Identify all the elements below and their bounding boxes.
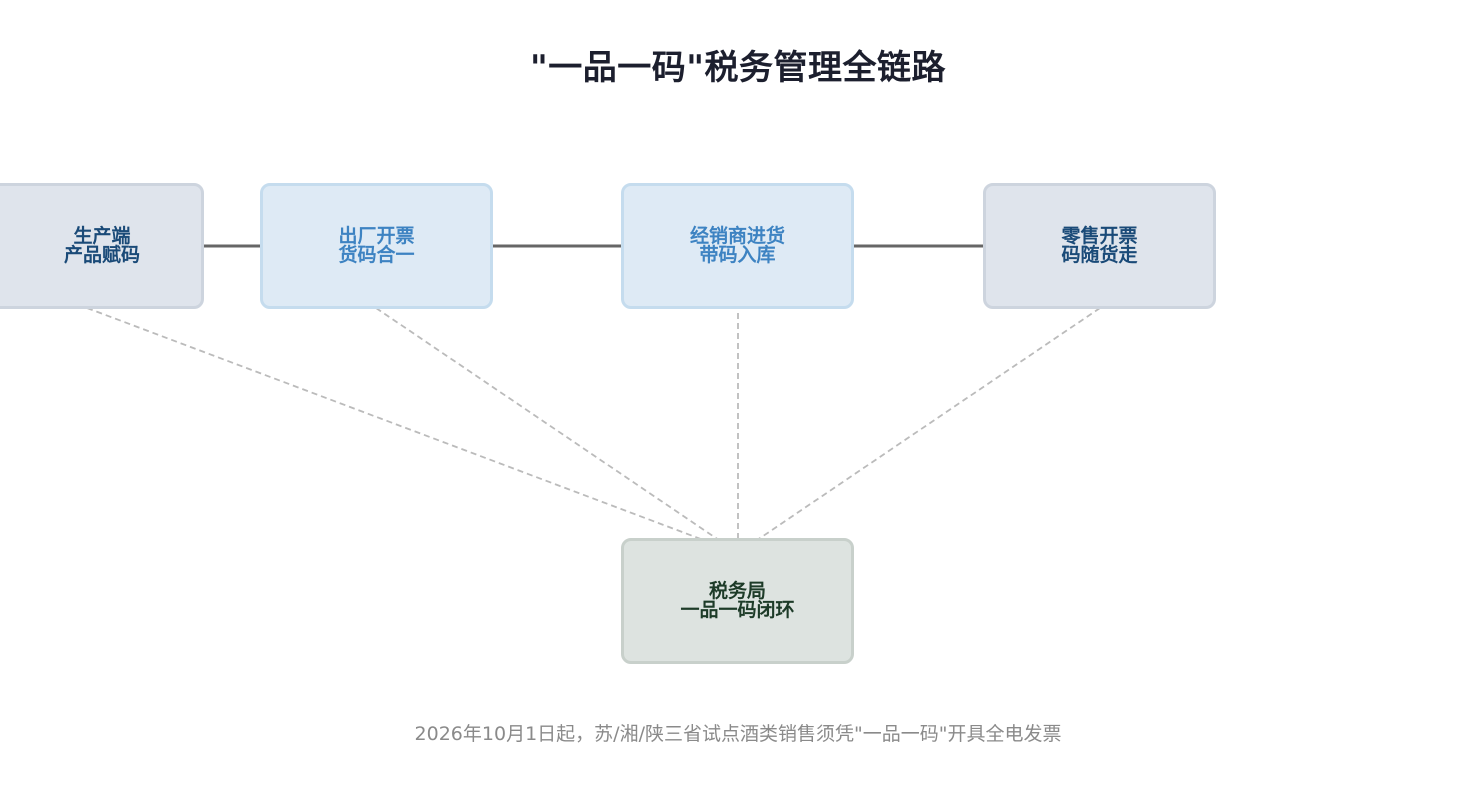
node-factory-line1: 出厂开票 [338, 225, 415, 247]
node-production: 生产端 产品赋码 [0, 183, 204, 309]
node-factory-line2: 货码合一 [338, 244, 415, 266]
node-tax-line2: 一品一码闭环 [680, 599, 795, 621]
node-tax-line1: 税务局 [708, 580, 766, 602]
node-distributor-line1: 经销商进货 [689, 225, 785, 247]
node-factory-invoice: 出厂开票 货码合一 [260, 183, 493, 309]
diagram-title: "一品一码"税务管理全链路 [530, 48, 946, 88]
node-production-line1: 生产端 [73, 225, 131, 247]
node-distributor-line2: 带码入库 [699, 244, 776, 266]
node-retail-invoice: 零售开票 码随货走 [983, 183, 1216, 309]
dashed-link-factory-tax [375, 307, 739, 554]
node-retail-line2: 码随货走 [1061, 244, 1138, 266]
node-production-line2: 产品赋码 [63, 244, 140, 266]
node-distributor-stock: 经销商进货 带码入库 [621, 183, 854, 309]
dashed-link-production-tax [86, 307, 739, 554]
node-tax-bureau: 税务局 一品一码闭环 [621, 538, 854, 664]
dashed-link-retail-tax [737, 307, 1101, 554]
node-retail-line1: 零售开票 [1061, 225, 1138, 247]
footnote: 2026年10月1日起，苏/湘/陕三省试点酒类销售须凭"一品一码"开具全电发票 [414, 723, 1062, 745]
